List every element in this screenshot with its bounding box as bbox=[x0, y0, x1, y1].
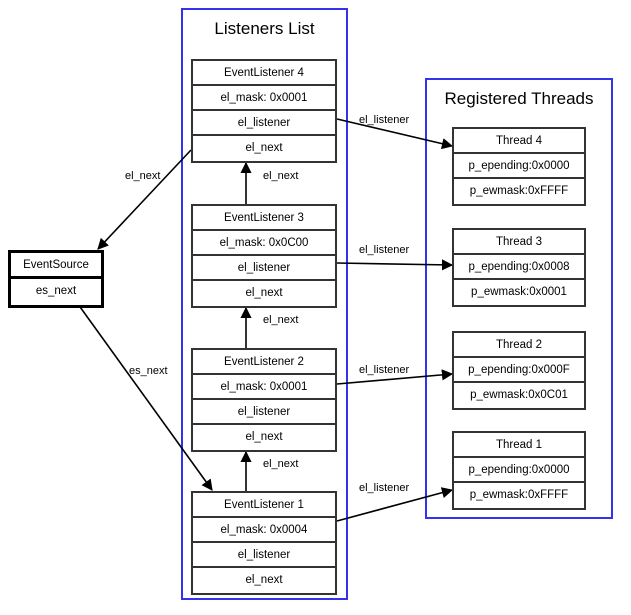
edge-label-l3-to-t3: el_listener bbox=[359, 244, 410, 256]
thread-4-field-p-epending: p_epending:0x0000 bbox=[454, 154, 584, 179]
struct-event-listener-1: EventListener 1 el_mask: 0x0004 el_liste… bbox=[191, 491, 337, 595]
struct-event-listener-3: EventListener 3 el_mask: 0x0C00 el_liste… bbox=[191, 204, 337, 308]
thread-1-field-p-ewmask: p_ewmask:0xFFFF bbox=[454, 483, 584, 508]
event-source-field-es-next: es_next bbox=[11, 279, 101, 305]
event-listener-1-field-el-listener: el_listener bbox=[193, 543, 335, 568]
edge-label-src-to-l4: el_next bbox=[125, 170, 161, 182]
group-registered-threads-title: Registered Threads bbox=[444, 89, 594, 108]
event-listener-3-title: EventListener 3 bbox=[193, 206, 335, 231]
event-listener-2-field-el-listener: el_listener bbox=[193, 400, 335, 425]
thread-1-field-p-epending: p_epending:0x0000 bbox=[454, 458, 584, 483]
event-listener-2-title: EventListener 2 bbox=[193, 350, 335, 375]
event-listener-4-field-el-next: el_next bbox=[193, 136, 335, 161]
struct-thread-4: Thread 4 p_epending:0x0000 p_ewmask:0xFF… bbox=[452, 127, 586, 206]
event-listener-3-field-el-next: el_next bbox=[193, 281, 335, 306]
event-listener-3-field-el-listener: el_listener bbox=[193, 256, 335, 281]
thread-4-title: Thread 4 bbox=[454, 129, 584, 154]
thread-4-field-p-ewmask: p_ewmask:0xFFFF bbox=[454, 179, 584, 204]
event-source-title: EventSource bbox=[11, 253, 101, 279]
edge-label-l1-to-t1: el_listener bbox=[359, 482, 410, 494]
thread-2-title: Thread 2 bbox=[454, 333, 584, 358]
edge-label-l2-to-l3: el_next bbox=[263, 314, 299, 326]
group-listeners-list-title: Listeners List bbox=[214, 19, 315, 38]
thread-2-field-p-ewmask: p_ewmask:0x0C01 bbox=[454, 383, 584, 408]
event-listener-4-field-el-listener: el_listener bbox=[193, 111, 335, 136]
struct-thread-3: Thread 3 p_epending:0x0008 p_ewmask:0x00… bbox=[452, 228, 586, 307]
thread-3-title: Thread 3 bbox=[454, 230, 584, 255]
thread-1-title: Thread 1 bbox=[454, 433, 584, 458]
group-registered-threads bbox=[425, 78, 613, 519]
struct-thread-2: Thread 2 p_epending:0x000F p_ewmask:0x0C… bbox=[452, 331, 586, 410]
edge-src-to-l4 bbox=[97, 149, 192, 250]
event-listener-1-field-el-mask: el_mask: 0x0004 bbox=[193, 518, 335, 543]
struct-thread-1: Thread 1 p_epending:0x0000 p_ewmask:0xFF… bbox=[452, 431, 586, 510]
edge-label-l4-to-t4: el_listener bbox=[359, 114, 410, 126]
thread-3-field-p-epending: p_epending:0x0008 bbox=[454, 255, 584, 280]
event-listener-1-field-el-next: el_next bbox=[193, 568, 335, 593]
struct-event-listener-2: EventListener 2 el_mask: 0x0001 el_liste… bbox=[191, 348, 337, 452]
event-listener-4-title: EventListener 4 bbox=[193, 61, 335, 86]
struct-event-source: EventSource es_next bbox=[8, 250, 104, 308]
event-listener-4-field-el-mask: el_mask: 0x0001 bbox=[193, 86, 335, 111]
event-listener-1-title: EventListener 1 bbox=[193, 493, 335, 518]
event-listener-3-field-el-mask: el_mask: 0x0C00 bbox=[193, 231, 335, 256]
event-listener-2-field-el-mask: el_mask: 0x0001 bbox=[193, 375, 335, 400]
struct-event-listener-4: EventListener 4 el_mask: 0x0001 el_liste… bbox=[191, 59, 337, 163]
event-listener-2-field-el-next: el_next bbox=[193, 425, 335, 450]
thread-2-field-p-epending: p_epending:0x000F bbox=[454, 358, 584, 383]
edge-label-l3-to-l4: el_next bbox=[263, 170, 299, 182]
edge-label-l2-to-t2: el_listener bbox=[359, 364, 410, 376]
edge-label-l1-to-l2: el_next bbox=[263, 458, 299, 470]
edge-label-src-to-l1: es_next bbox=[129, 365, 168, 377]
thread-3-field-p-ewmask: p_ewmask:0x0001 bbox=[454, 280, 584, 305]
